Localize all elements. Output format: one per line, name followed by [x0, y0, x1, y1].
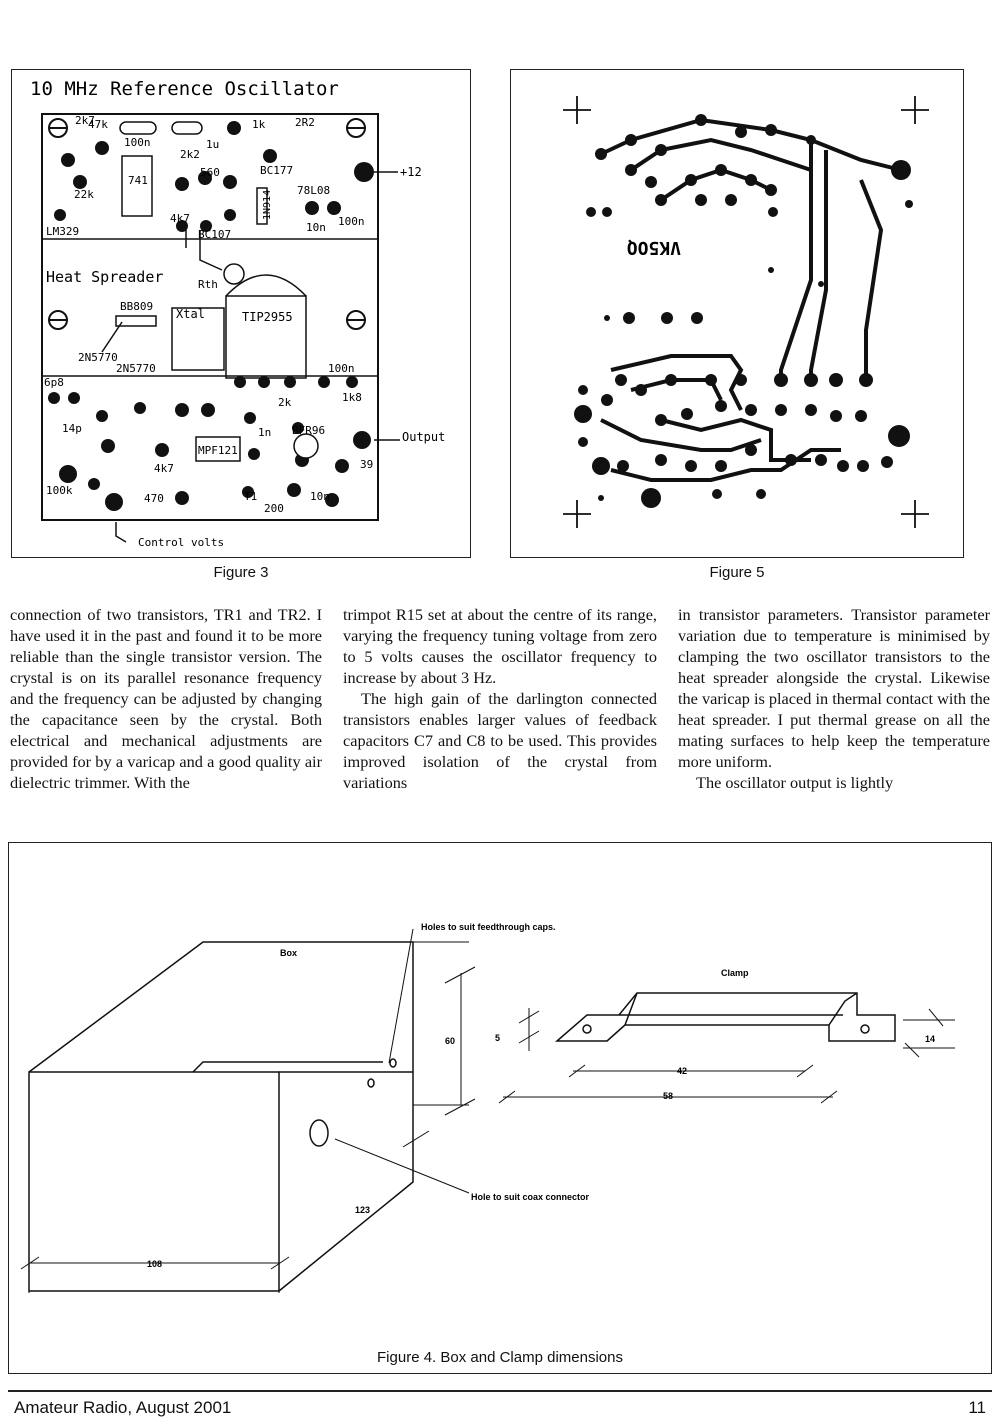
label-1k8: 1k8: [342, 391, 362, 404]
label-rth: Rth: [198, 278, 218, 291]
pcb-pads: [574, 114, 913, 508]
label-control-volts: Control volts: [138, 536, 224, 549]
dim-42: 42: [677, 1066, 687, 1076]
dim-60: 60: [445, 1036, 455, 1046]
dim-58: 58: [663, 1091, 673, 1101]
article-column-2: trimpot R15 set at about the centre of i…: [343, 604, 657, 793]
label-78l08: 78L08: [297, 184, 330, 197]
article-column-1: connection of two transistors, TR1 and T…: [10, 604, 322, 793]
label-1n: 1n: [258, 426, 271, 439]
label-tip2955: TIP2955: [242, 310, 293, 324]
figure-4-caption: Figure 4. Box and Clamp dimensions: [377, 1349, 623, 1366]
label-10n-a: 10n: [306, 221, 326, 234]
label-14p: 14p: [62, 422, 82, 435]
page-number: 11: [968, 1398, 986, 1417]
footer-rule: [8, 1390, 992, 1392]
label-2k: 2k: [278, 396, 292, 409]
label-22k: 22k: [74, 188, 94, 201]
figure-3-title: 10 MHz Reference Oscillator: [30, 78, 339, 100]
mounting-screw: [48, 118, 366, 330]
label-2r2: 2R2: [295, 116, 315, 129]
label-10n-b: 10n: [310, 490, 330, 503]
board-mark: VK5OQ: [627, 237, 681, 258]
label-bfr96: BFR96: [292, 424, 325, 437]
dim-5: 5: [495, 1033, 500, 1043]
article-column-3: in transistor parameters. Transistor par…: [678, 604, 990, 793]
label-6p8: 6p8: [44, 376, 64, 389]
column-3-paragraph-2: The oscillator output is lightly: [696, 773, 894, 792]
label-t1: T1: [244, 490, 257, 503]
label-100n-c: 100n: [328, 362, 355, 375]
label-1n914: 1N914: [262, 190, 273, 220]
label-560: 560: [200, 166, 220, 179]
label-heat-spreader: Heat Spreader: [46, 268, 163, 286]
label-1k: 1k: [252, 118, 266, 131]
dim-14: 14: [925, 1034, 935, 1044]
figure-3-layout-drawing: 10 MHz Reference Oscillator: [30, 78, 445, 549]
column-1-text: connection of two transistors, TR1 and T…: [10, 605, 322, 792]
label-bb809: BB809: [120, 300, 153, 313]
label-xtal: Xtal: [176, 307, 205, 321]
figure-3-frame: 10 MHz Reference Oscillator: [11, 69, 471, 558]
label-200: 200: [264, 502, 284, 515]
label-47k: 47k: [88, 118, 108, 131]
label-bc177: BC177: [260, 164, 293, 177]
label-holes-feedthrough: Holes to suit feedthrough caps.: [421, 922, 556, 932]
label-lm329: LM329: [46, 225, 79, 238]
label-100n-a: 100n: [124, 136, 151, 149]
column-3-paragraph-1: in transistor parameters. Transistor par…: [678, 605, 990, 771]
label-2n5770-b: 2N5770: [116, 362, 156, 375]
clamp-drawing: [554, 992, 896, 1042]
label-2k2: 2k2: [180, 148, 200, 161]
figure-5-pcb-artwork: VK5OQ: [563, 96, 929, 528]
label-470: 470: [144, 492, 164, 505]
label-box: Box: [280, 948, 297, 958]
figure-5-frame: VK5OQ: [510, 69, 964, 558]
label-4k7-b: 4k7: [154, 462, 174, 475]
dim-108: 108: [147, 1259, 162, 1269]
label-bc107: BC107: [198, 228, 231, 241]
label-100k: 100k: [46, 484, 73, 497]
label-39: 39: [360, 458, 373, 471]
label-100n-b: 100n: [338, 215, 365, 228]
figure-5-caption: Figure 5: [709, 564, 765, 581]
label-clamp: Clamp: [721, 968, 749, 978]
label-1u: 1u: [206, 138, 219, 151]
box-drawing: [28, 941, 414, 1292]
label-hole-coax: Hole to suit coax connector: [471, 1192, 590, 1202]
figure-4-drawing: Box Holes to suit feedthrough caps. Clam…: [20, 922, 955, 1293]
footer-publication: Amateur Radio, August 2001: [14, 1398, 232, 1417]
label-2n5770-a: 2N5770: [78, 351, 118, 364]
label-2k7: 2k7: [75, 114, 95, 127]
label-output: Output: [402, 430, 445, 444]
column-2-paragraph-2: The high gain of the darlington connecte…: [343, 689, 657, 792]
dimension-lines: [20, 928, 955, 1293]
column-2-paragraph-1: trimpot R15 set at about the centre of i…: [343, 605, 657, 687]
label-mpf121: MPF121: [198, 444, 238, 457]
label-741: 741: [128, 174, 148, 187]
label-4k7: 4k7: [170, 212, 190, 225]
figure-4-frame: Box Holes to suit feedthrough caps. Clam…: [8, 842, 992, 1374]
label-plus12: +12: [400, 165, 422, 179]
figure-3-caption: Figure 3: [213, 564, 269, 581]
registration-marks: [563, 96, 929, 528]
dim-123: 123: [355, 1205, 370, 1215]
